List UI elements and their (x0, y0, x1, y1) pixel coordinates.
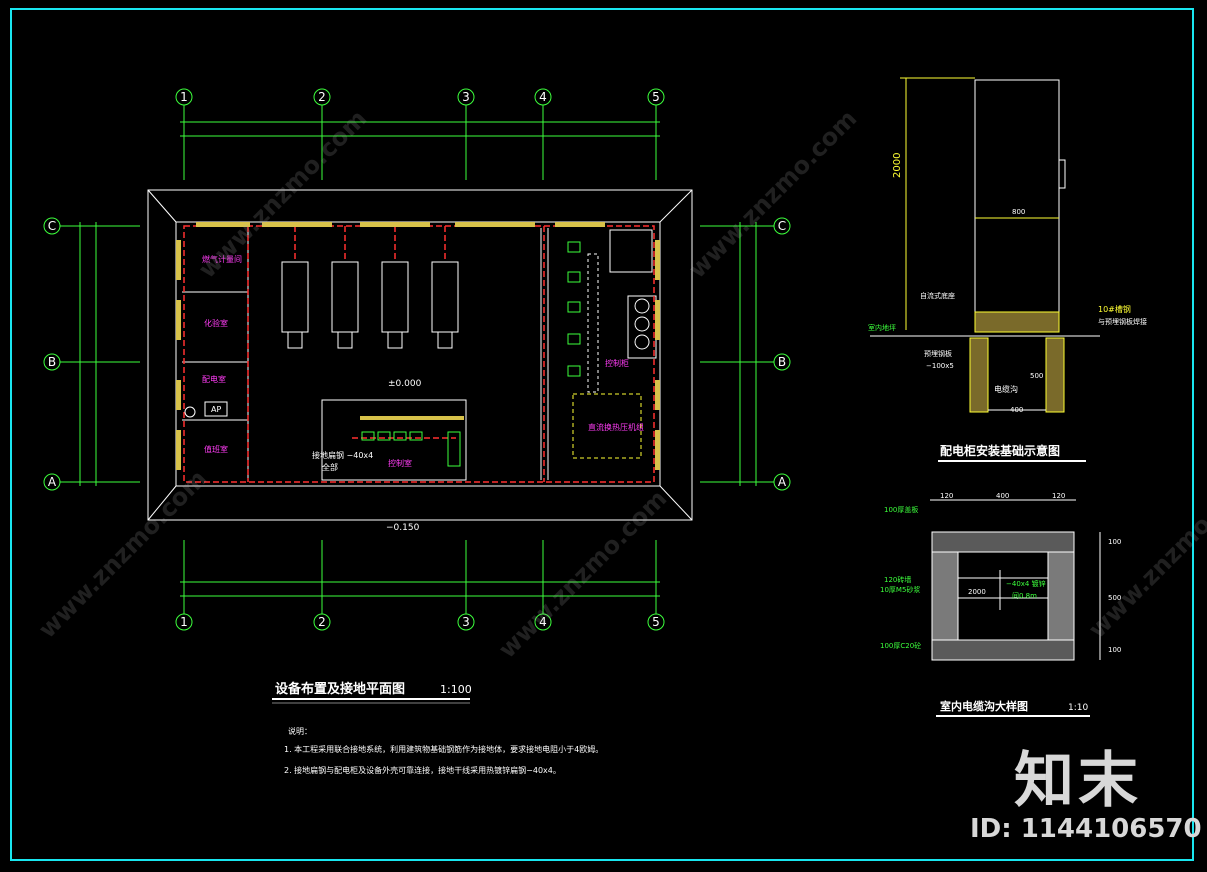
heat-exchange-box (572, 393, 642, 459)
trench-depth: 500 (1030, 372, 1043, 380)
grid-label-2-bottom: 2 (318, 615, 326, 629)
trench-bar-label: −40x4 镀锌 (1006, 579, 1046, 588)
plan-title: 设备布置及接地平面图 (275, 681, 405, 697)
channel-label: 10#槽钢 (1098, 304, 1131, 314)
room-duty: 值班室 (204, 444, 228, 454)
trench-dim-right-3: 100 (1108, 646, 1121, 654)
wall-segments (176, 222, 660, 470)
room-distribution: 配电室 (202, 374, 226, 384)
trench-dim-right-2: 500 (1108, 594, 1121, 602)
cabinet-base-label: 自流式底座 (920, 291, 955, 300)
grid-label-2-top: 2 (318, 90, 326, 104)
building-outline (147, 189, 693, 521)
grid-label-c-left: C (48, 219, 56, 233)
grid-label-a-right: A (778, 475, 787, 489)
room-control: 控制室 (388, 458, 412, 468)
grid-label-4-top: 4 (539, 90, 547, 104)
notes-heading: 说明： (288, 727, 312, 736)
grid-label-1-top: 1 (180, 90, 188, 104)
plate-sub: −100x5 (926, 362, 954, 370)
brand-id: ID: 1144106570 (970, 814, 1202, 844)
wall-label: 120砖墙 (884, 575, 911, 584)
cabinet-title: 配电柜安装基础示意图 (940, 443, 1060, 458)
cover-label: 100厚盖板 (884, 505, 918, 514)
grid-label-4-bottom: 4 (539, 615, 547, 629)
trench-dim-top-3: 120 (1052, 492, 1065, 500)
floor-plan (43, 88, 791, 631)
trench-scale: 1:10 (1068, 703, 1088, 713)
grid-bubbles-top (43, 88, 791, 631)
control-cabinet-label: 控制柜 (605, 358, 629, 368)
wall-sub: 10厚M5砂浆 (880, 585, 920, 594)
plate-label: 预埋钢板 (924, 349, 952, 358)
grid-label-5-bottom: 5 (652, 615, 660, 629)
room-lab: 化验室 (204, 318, 228, 328)
grid-label-3-bottom: 3 (462, 615, 470, 629)
grid-label-a-left: A (48, 475, 57, 489)
trench-dim-right-1: 100 (1108, 538, 1121, 546)
trench-dim-top-2: 400 (996, 492, 1009, 500)
grid-label-3-top: 3 (462, 90, 470, 104)
trench-bar-sub: 间0.8m (1012, 592, 1037, 600)
grid-label-c-right: C (778, 219, 786, 233)
room-gas: 燃气计量间 (202, 254, 242, 264)
grid-label-b-left: B (48, 355, 56, 369)
channel-sub: 与预埋钢板焊接 (1098, 317, 1147, 326)
trench-title: 室内电缆沟大样图 (940, 699, 1028, 713)
trench-label: 电缆沟 (994, 384, 1018, 394)
level-inside: ±0.000 (388, 379, 422, 389)
trench-dim-top-1: 120 (940, 492, 953, 500)
drawing-frame (10, 8, 1194, 861)
trench-detail (930, 499, 1101, 661)
cable-tray (587, 253, 599, 393)
cabinet-detail (870, 77, 1100, 413)
note-2: 2. 接地扁钢与配电柜及设备外壳可靠连接，接地干线采用热镀锌扁钢−40x4。 (284, 766, 561, 775)
equipment-green (361, 241, 581, 467)
cabinet-height-dim: 2000 (892, 153, 903, 178)
heat-exchange-label: 直流换热压机组 (588, 422, 644, 432)
floor-label: 室内地坪 (868, 323, 896, 332)
ap-label: AP (211, 405, 221, 414)
ground-terminal-icon (184, 406, 196, 418)
trench-floor-label: 100厚C20砼 (880, 641, 921, 650)
cabinet-width-dim: 800 (1012, 208, 1025, 216)
ground-bar-sub: 全部 (322, 462, 338, 472)
trench-width: 400 (1010, 406, 1023, 414)
ground-bar-label: 接地扁钢 −40x4 (312, 450, 373, 460)
trench-inner-dim: 2000 (968, 588, 986, 596)
level-outside: −0.150 (386, 523, 420, 533)
note-1: 1. 本工程采用联合接地系统，利用建筑物基础钢筋作为接地体，要求接地电阻小于4欧… (284, 745, 604, 754)
plan-scale: 1:100 (440, 683, 472, 696)
ap-box (204, 401, 228, 417)
grid-label-b-right: B (778, 355, 786, 369)
brand-logo: 知末 (1014, 746, 1142, 816)
grid-label-1-bottom: 1 (180, 615, 188, 629)
grid-label-5-top: 5 (652, 90, 660, 104)
